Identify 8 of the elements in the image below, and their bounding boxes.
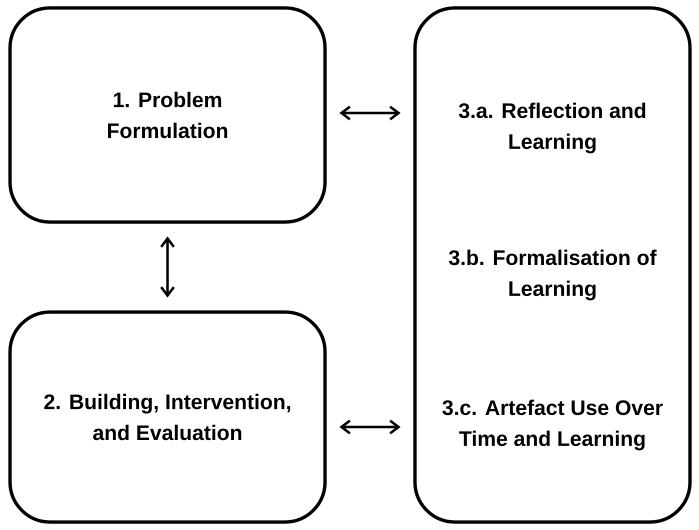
box-text: 3.b. Formalisation of Learning xyxy=(448,250,657,300)
rounded-box: 1. Problem Formulation xyxy=(8,6,327,224)
rounded-box: 2. Building, Intervention, and Evaluation xyxy=(8,310,327,524)
box-text: 3.c. Artefact Use Over Time and Learning xyxy=(442,400,663,450)
box-text: 3.a. Reflection and Learning xyxy=(458,102,646,154)
double-arrow xyxy=(160,236,175,298)
double-arrow xyxy=(339,106,401,120)
double-arrow xyxy=(339,420,401,434)
